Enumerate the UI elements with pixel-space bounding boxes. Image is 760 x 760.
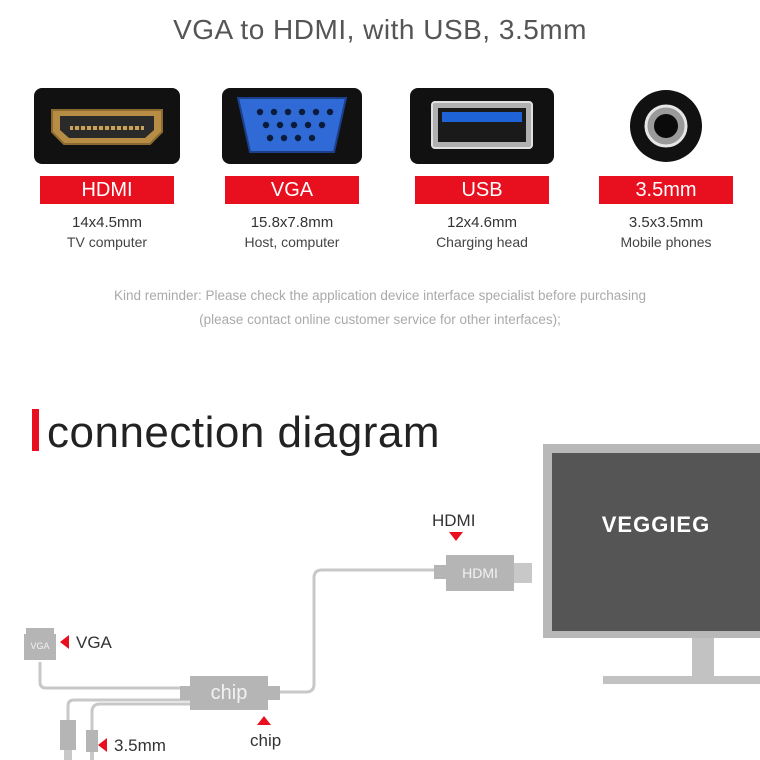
port-size: 3.5x3.5mm: [628, 214, 704, 231]
port-vga: VGA 15.8x7.8mm Host, computer: [202, 88, 382, 250]
hdmi-cable: [272, 568, 434, 694]
port-use: Charging head: [436, 234, 528, 250]
chip-text: chip: [210, 682, 248, 704]
audio-label: 3.5mm: [114, 736, 166, 755]
port-list: HDMI 14x4.5mm TV computer VGA 15.8x7.8mm…: [0, 88, 760, 288]
audio-arrow-icon: [98, 738, 107, 752]
vga-arrow-icon: [60, 635, 69, 649]
chip-label: chip: [250, 731, 282, 750]
reminder-line-1: Kind reminder: Please check the applicat…: [113, 288, 647, 303]
section-heading-text: connection diagram: [47, 408, 441, 457]
port-size: 15.8x7.8mm: [250, 214, 334, 231]
audio-plug: [86, 730, 98, 760]
section-heading: connection diagram: [32, 408, 440, 458]
hdmi-port-icon: [34, 88, 180, 164]
hdmi-plug-text: HDMI: [462, 565, 498, 581]
audio-cable: [90, 702, 190, 732]
port-use: TV computer: [66, 234, 148, 250]
port-badge-usb: USB: [415, 176, 549, 204]
port-use: Host, computer: [244, 234, 340, 250]
port-audio: 3.5mm 3.5x3.5mm Mobile phones: [576, 88, 756, 250]
usb-port-icon: [410, 88, 554, 164]
heading-accent-bar: [32, 409, 39, 451]
vga-port-icon: [222, 88, 362, 164]
port-badge-audio: 3.5mm: [599, 176, 733, 204]
port-size: 12x4.6mm: [446, 214, 518, 231]
reminder-line-2: (please contact online customer service …: [199, 312, 561, 327]
vga-plug-text: VGA: [30, 641, 50, 651]
port-badge-hdmi: HDMI: [40, 176, 174, 204]
hdmi-label: HDMI: [432, 511, 476, 530]
port-usb: USB 12x4.6mm Charging head: [392, 88, 572, 250]
page-title: VGA to HDMI, with USB, 3.5mm: [173, 14, 587, 45]
chip-arrow-icon: [257, 716, 271, 725]
vga-cable: [38, 662, 190, 690]
audio-jack-icon: [630, 90, 702, 162]
usb-cable: [66, 698, 190, 722]
monitor-brand: VEGGIEG: [601, 512, 711, 537]
monitor: [543, 444, 760, 684]
hdmi-arrow-icon: [449, 532, 463, 541]
port-size: 14x4.5mm: [71, 214, 143, 231]
usb-plug: [60, 720, 76, 760]
port-badge-vga: VGA: [225, 176, 359, 204]
vga-label: VGA: [76, 633, 112, 652]
port-hdmi: HDMI 14x4.5mm TV computer: [17, 88, 197, 250]
port-use: Mobile phones: [620, 234, 712, 250]
